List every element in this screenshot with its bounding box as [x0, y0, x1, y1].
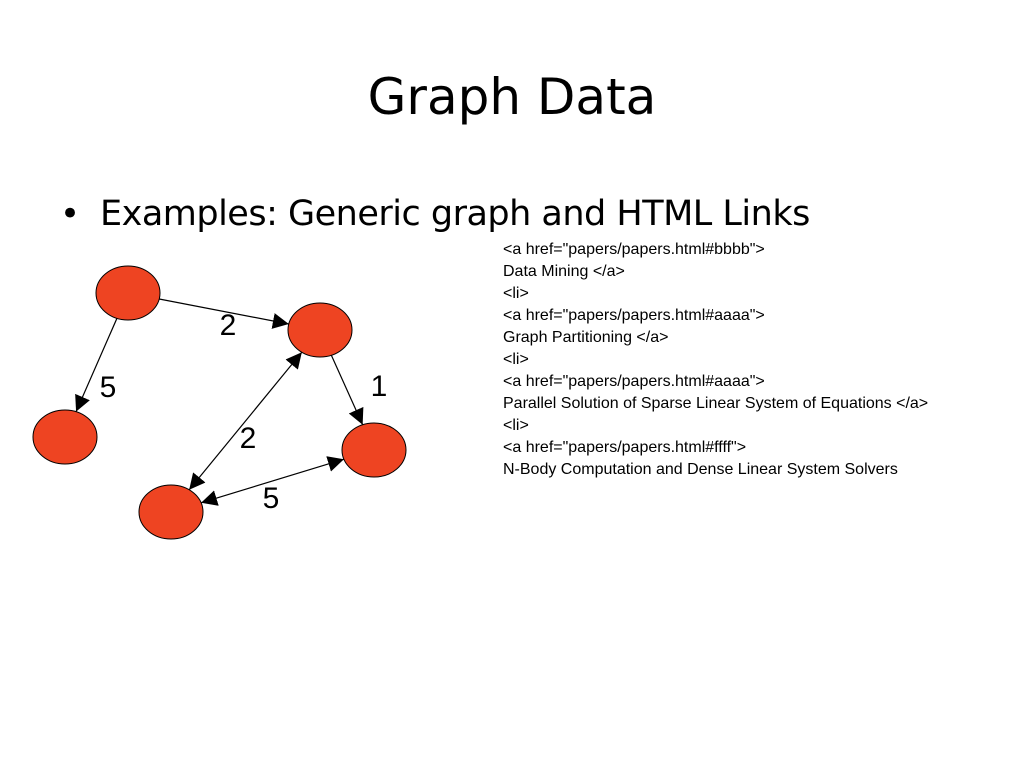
code-line: <li> [503, 351, 529, 368]
code-line: Graph Partitioning </a> [503, 329, 669, 346]
code-line: <a href="papers/papers.html#aaaa"> [503, 307, 765, 324]
graph-node [341, 422, 407, 478]
edge-weight-label: 1 [371, 370, 388, 403]
bullet-dot-icon: • [60, 194, 81, 234]
code-line: <a href="papers/papers.html#bbbb"> [503, 241, 765, 258]
code-line: Data Mining </a> [503, 263, 625, 280]
graph-node [138, 484, 204, 540]
edges-layer [75, 298, 364, 506]
graph-node [95, 265, 161, 321]
slide-title: Graph Data [367, 68, 657, 126]
graph-node [287, 302, 353, 358]
code-line: N-Body Computation and Dense Linear Syst… [503, 461, 898, 478]
bullet-text: Examples: Generic graph and HTML Links [100, 194, 810, 234]
bullet-item: • Examples: Generic graph and HTML Links [60, 188, 810, 240]
edge-weight-label: 2 [240, 422, 257, 455]
code-line: Parallel Solution of Sparse Linear Syste… [503, 395, 929, 412]
edge-n5-n4 [200, 456, 345, 506]
edge-n1-n3 [75, 318, 118, 412]
edge-weight-label: 5 [263, 482, 280, 515]
edge-weight-label: 2 [220, 309, 237, 342]
nodes-layer [32, 265, 407, 540]
edge-n2-n5 [188, 351, 303, 491]
code-line: <a href="papers/papers.html#aaaa"> [503, 373, 765, 390]
edge-n2-n4 [330, 354, 364, 426]
code-line: <li> [503, 417, 529, 434]
code-line: <li> [503, 285, 529, 302]
code-line: <a href="papers/papers.html#ffff"> [503, 439, 747, 456]
graph-node [32, 409, 98, 465]
html-code-listing: <a href="papers/papers.html#bbbb"> Data M… [503, 239, 928, 481]
edge-n1-n2 [159, 298, 289, 329]
edge-weight-label: 5 [100, 371, 117, 404]
